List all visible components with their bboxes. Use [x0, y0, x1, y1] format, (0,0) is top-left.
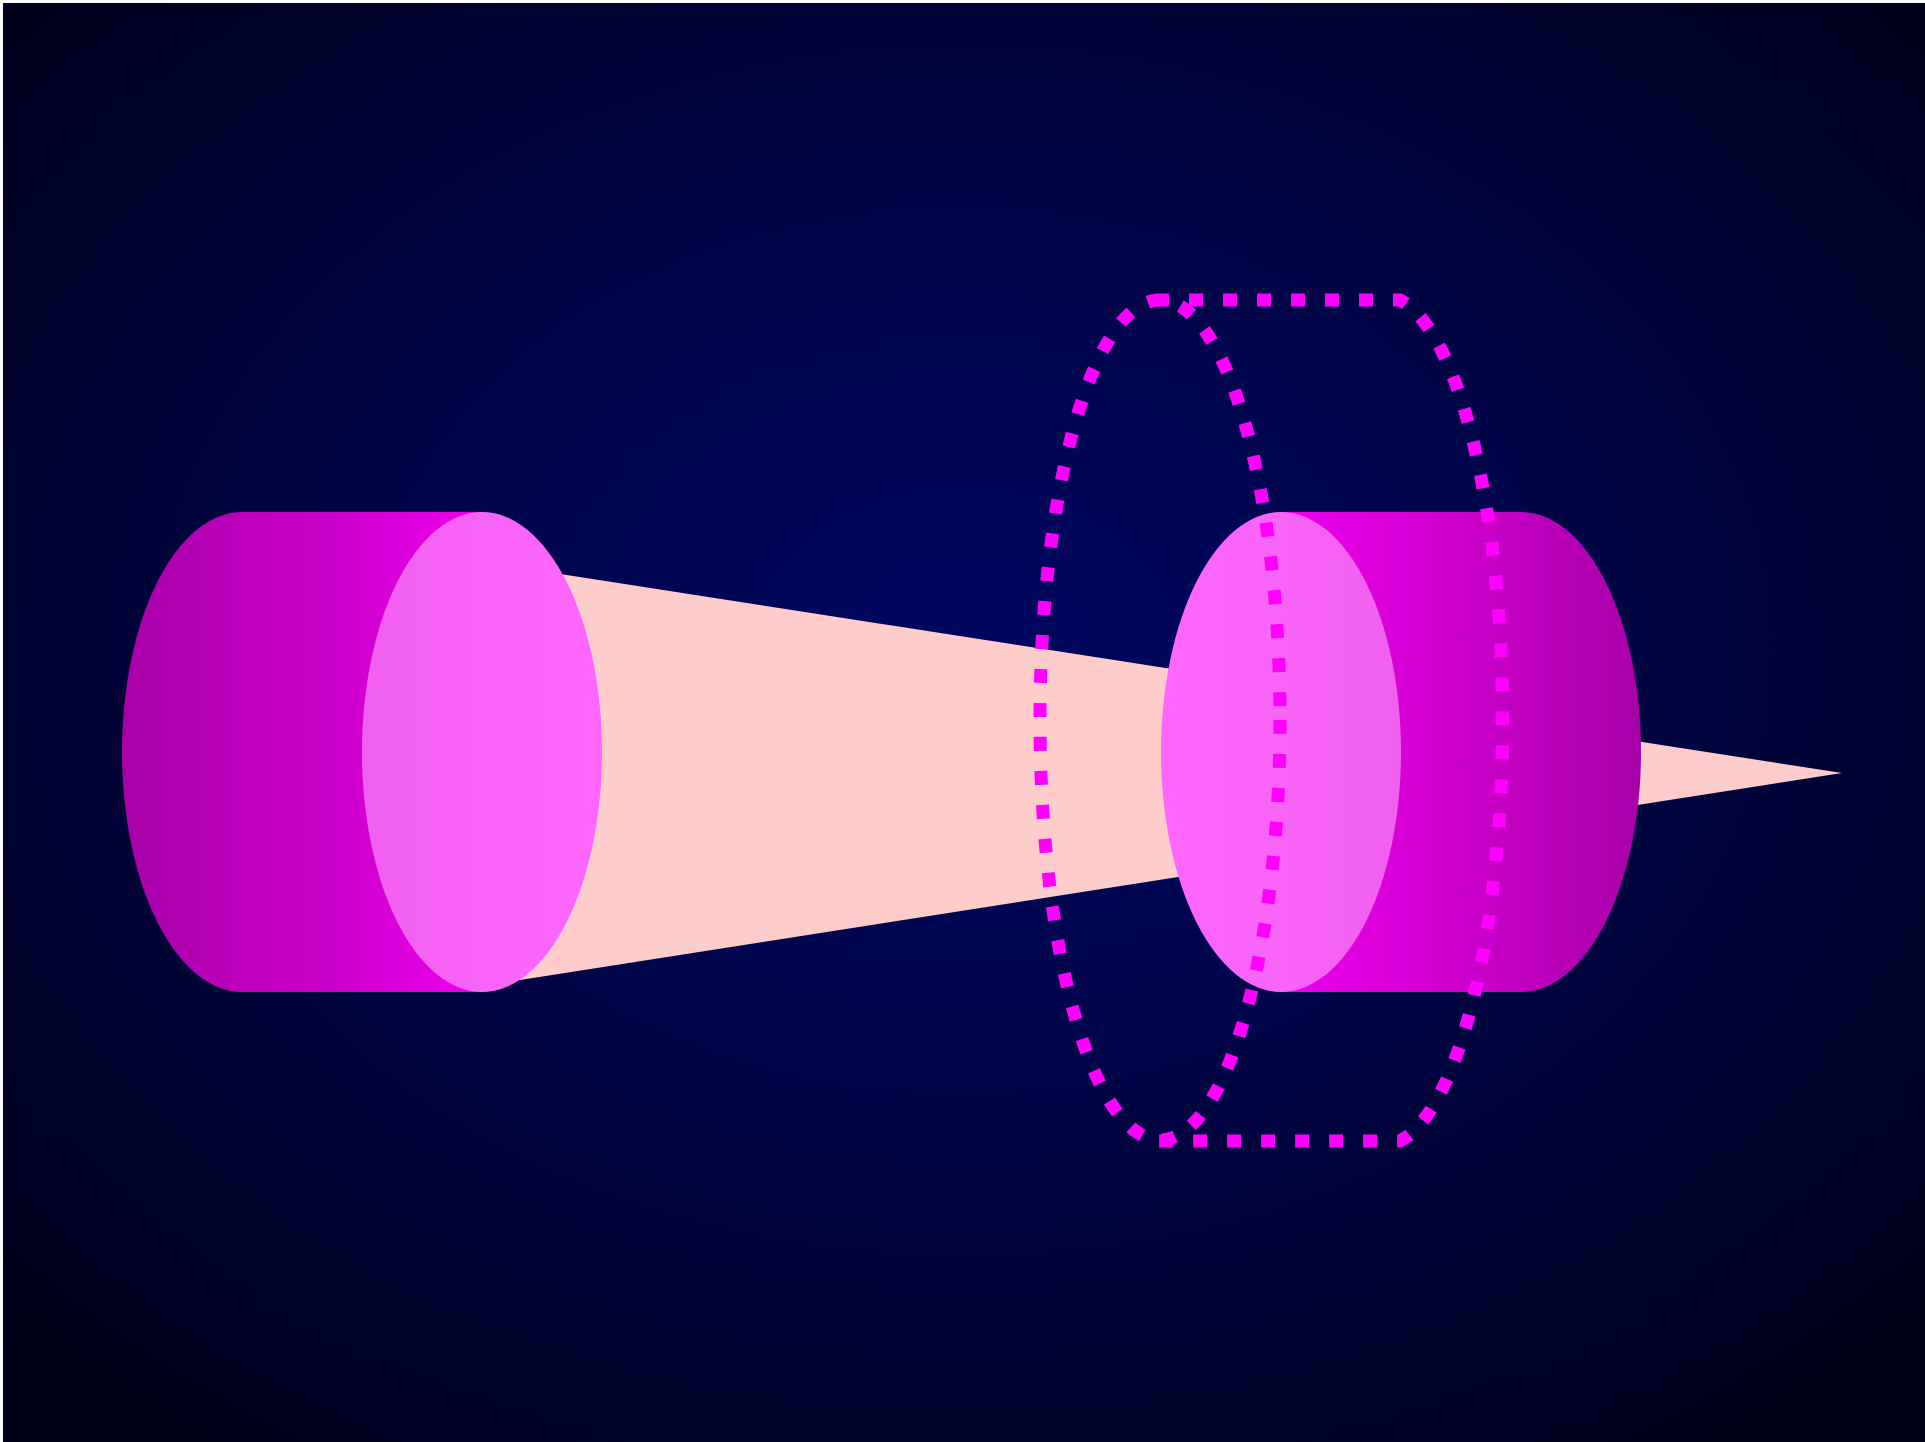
left-cylinder: [122, 512, 602, 992]
right-cylinder-face: [1161, 512, 1401, 992]
right-cylinder: [1161, 512, 1641, 992]
left-cylinder-face: [362, 512, 602, 992]
